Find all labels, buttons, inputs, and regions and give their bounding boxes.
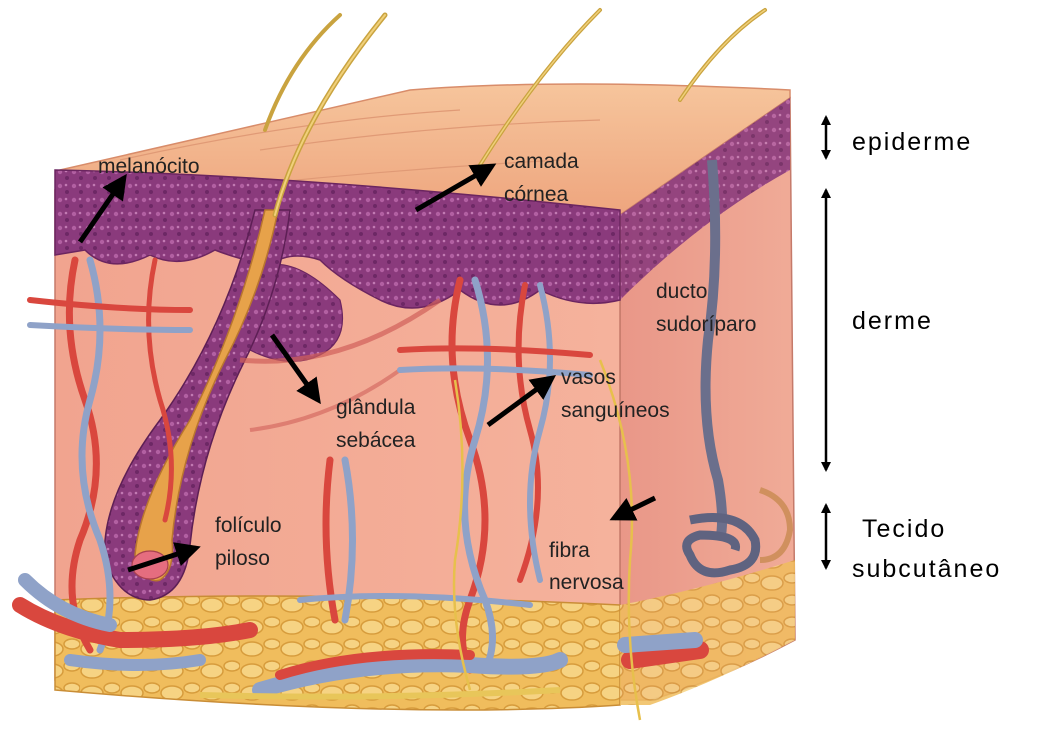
label-vasos-l2: sanguíneos (561, 399, 670, 422)
label-fibra-l1: fibra (549, 539, 590, 562)
label-ducto-l2: sudoríparo (656, 313, 756, 336)
label-melanocito: melanócito (98, 155, 200, 178)
layer-label-epiderme: epiderme (852, 128, 972, 156)
label-camada-l1: camada (504, 150, 579, 173)
label-ducto-l1: ducto (656, 280, 707, 303)
layer-label-derme: derme (852, 307, 933, 335)
label-glandula-l2: sebácea (336, 429, 416, 452)
layer-label-tecido-l2: subcutâneo (852, 555, 1001, 583)
layer-label-tecido-l1: Tecido (862, 515, 946, 543)
label-foliculo-l2: piloso (215, 547, 270, 570)
label-glandula-l1: glândula (336, 396, 416, 419)
layer-labels: epiderme derme Tecido subcutâneo (852, 128, 1001, 583)
label-vasos-l1: vasos (561, 366, 616, 389)
label-camada-l2: córnea (504, 183, 569, 206)
label-fibra-l2: nervosa (549, 571, 624, 594)
label-foliculo-l1: folículo (215, 514, 282, 537)
